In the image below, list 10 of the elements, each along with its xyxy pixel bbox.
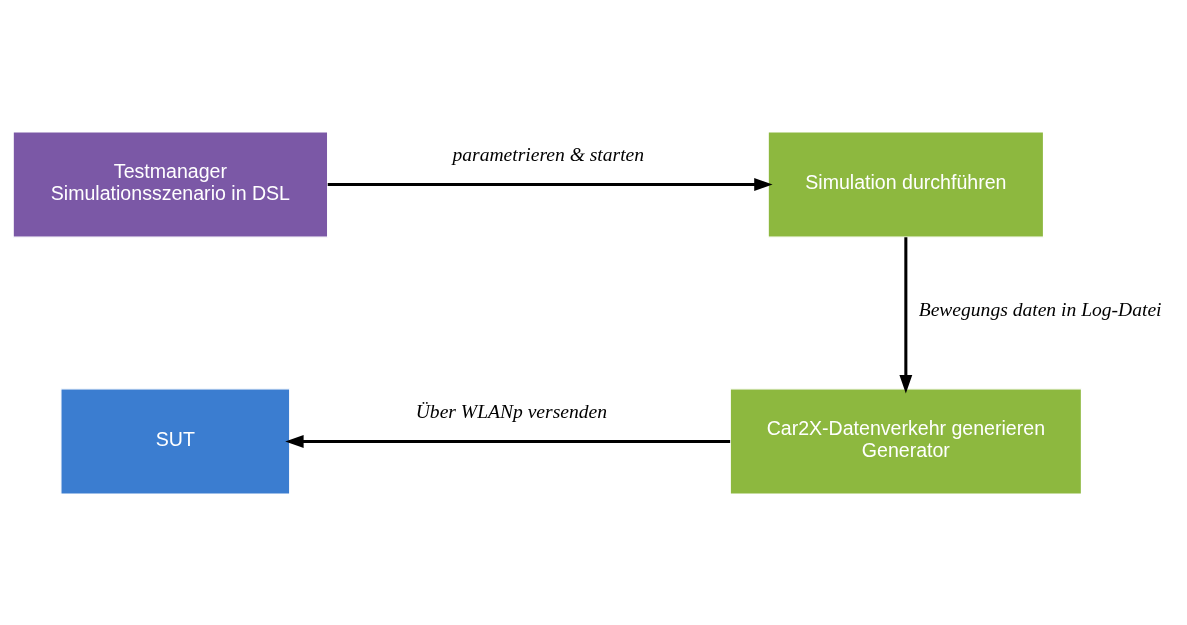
node-box: Car2X-Datenverkehr generieren Generator [729,387,1083,495]
edge-label: Über WLANp versenden [415,400,608,422]
node-box: Simulation durchführen [767,130,1045,238]
edge-label: parametrieren & starten [452,143,645,165]
edge-label: Bewegungs daten in Log-Datei [918,298,1162,320]
arrow [327,177,773,191]
node-box: Testmanager Simulationsszenario in DSL [12,130,329,238]
arrow [285,434,731,448]
node-box: SUT [60,387,291,495]
arrow [899,236,913,393]
